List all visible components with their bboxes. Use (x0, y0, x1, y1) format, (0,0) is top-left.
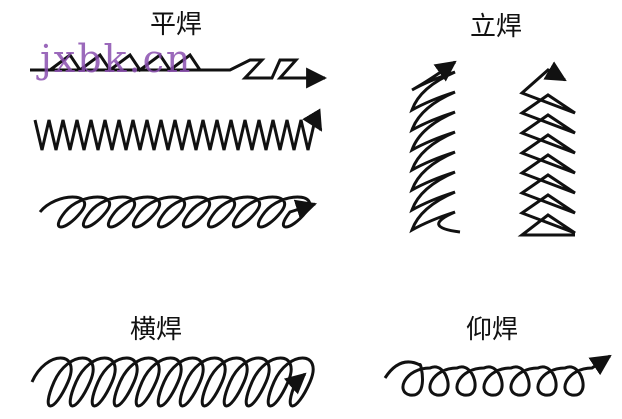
vertical-weld-crescent-path (409, 60, 461, 234)
overhead-weld-loop-path (383, 354, 612, 397)
flat-weld-zigzag-line-path (30, 52, 328, 89)
watermark-logo: jxbk.cn (40, 37, 193, 81)
horizontal-weld-loop-path (30, 356, 315, 408)
flat-weld-zigzag-path (33, 108, 323, 151)
vertical-weld-label: 立焊 (470, 12, 523, 42)
overhead-weld-label: 仰焊 (466, 315, 519, 345)
vertical-weld-triangle-path (517, 61, 576, 237)
horizontal-weld-label: 横焊 (130, 315, 183, 345)
flat-weld-label: 平焊 (150, 10, 203, 40)
flat-weld-loop-path (38, 195, 318, 229)
